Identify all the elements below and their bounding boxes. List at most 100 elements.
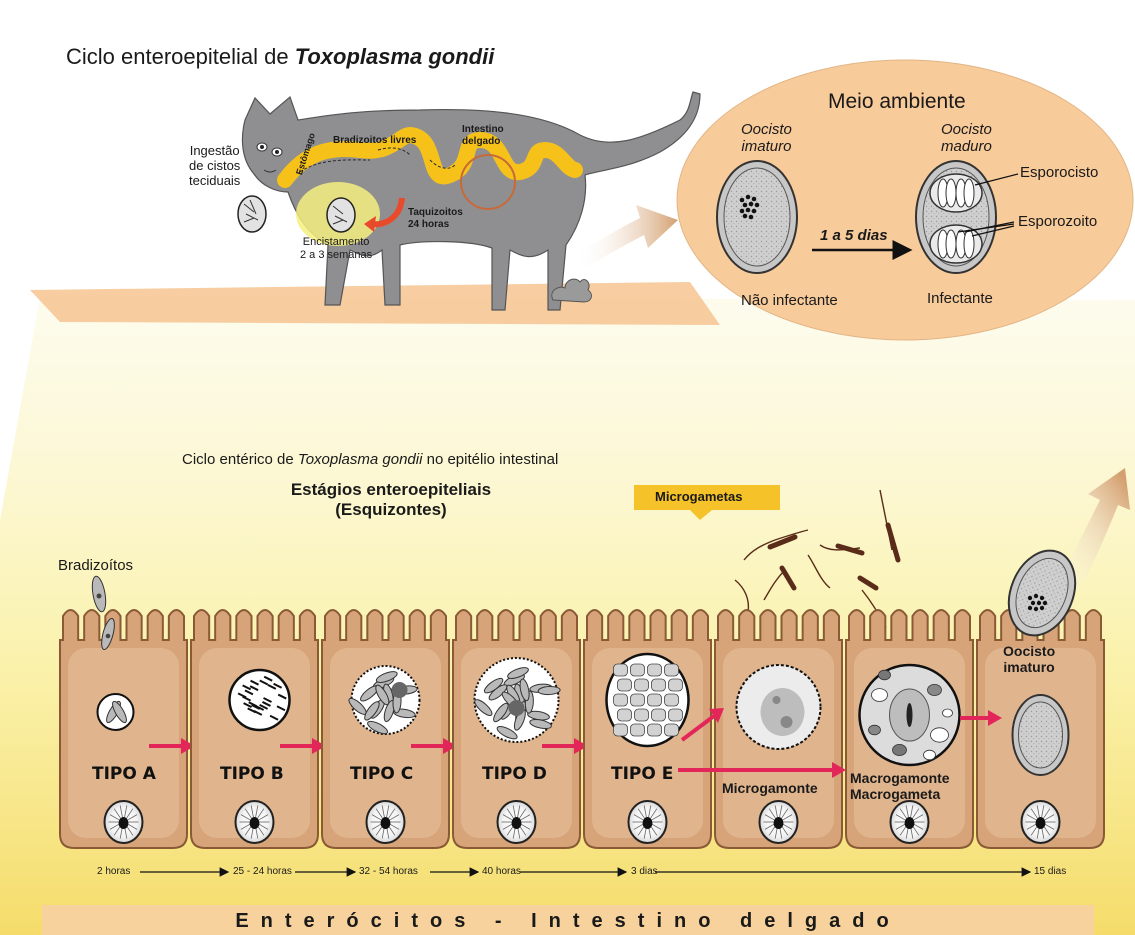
days-label: 1 a 5 dias	[820, 227, 888, 244]
infectious-label: Infectante	[927, 290, 993, 307]
encistamento-line-2: 2 a 3 semanas	[300, 249, 372, 262]
time-label: 3 dias	[631, 866, 658, 878]
enterocyte-cell	[846, 610, 973, 848]
merozoite-icon	[648, 664, 662, 676]
time-label: 40 horas	[482, 866, 521, 878]
granule	[928, 684, 942, 695]
granule	[943, 709, 953, 717]
residual-body	[392, 682, 408, 698]
merozoite-icon	[669, 679, 683, 691]
enterocyte-cell	[322, 610, 457, 848]
merozoite-icon	[614, 724, 628, 736]
cell-label-tipo-e: TIPO E	[611, 765, 673, 785]
stages-line-1: Estágios enteroepiteliais	[241, 480, 541, 500]
merozoite-icon	[648, 724, 662, 736]
merozoite-icon	[665, 724, 679, 736]
encistamento-line-1: Encistamento	[300, 236, 372, 249]
immature-line-1: Oocisto	[741, 121, 792, 138]
cell-label-microgamonte: Microgamonte	[722, 780, 818, 796]
time-label: 15 dias	[1034, 866, 1066, 878]
final-oocyst-line-2: imaturo	[1003, 659, 1055, 675]
time-label: 2 horas	[97, 866, 130, 878]
merozoite-icon	[669, 709, 683, 721]
nucleolus	[119, 817, 129, 829]
intestino-line-2: delgado	[462, 136, 504, 148]
merozoite-icon	[618, 679, 632, 691]
final-oocyst-line-1: Oocisto	[1003, 643, 1055, 659]
microgamont-nucleolus	[773, 696, 781, 704]
time-label: 25 - 24 horas	[233, 866, 292, 878]
cell-label-macrogameta: Macrogameta	[850, 786, 940, 802]
ingestion-line-2: de cistos	[189, 159, 240, 174]
title-prefix: Ciclo enteroepitelial de	[66, 44, 295, 69]
cell-label-tipo-c: TIPO C	[350, 765, 413, 785]
merozoite-icon	[665, 664, 679, 676]
merozoite-icon	[652, 709, 666, 721]
merozoite-icon	[635, 709, 649, 721]
cell-label-tipo-d: TIPO D	[482, 765, 547, 785]
intestino-label: Intestino delgado	[462, 124, 504, 147]
microgamont-nucleus	[761, 688, 805, 736]
schizont-icon	[230, 670, 290, 730]
macrogamont-nucleolus	[907, 703, 913, 727]
enterocyte-cell	[191, 610, 326, 848]
mature-line-2: maduro	[941, 138, 992, 155]
mature-oocyst-label: Oocisto maduro	[941, 121, 992, 156]
merozoite-icon	[631, 724, 645, 736]
merozoite-icon	[652, 679, 666, 691]
bradyzoites-label: Bradizoítos	[58, 557, 133, 574]
granule	[924, 750, 936, 760]
cell-label-macrogamonte: Macrogamonte	[850, 770, 950, 786]
sporozoite-label: Esporozoito	[1018, 213, 1097, 230]
microgamont-nucleolus	[781, 716, 793, 728]
sporocyst-label: Esporocisto	[1020, 164, 1098, 181]
granule	[879, 670, 891, 680]
diagram-title: Ciclo enteroepitelial de Toxoplasma gond…	[66, 44, 494, 69]
merozoite-icon	[614, 694, 628, 706]
intestino-line-1: Intestino	[462, 124, 504, 136]
nucleolus	[1036, 817, 1046, 829]
subtitle-species: Toxoplasma gondii	[298, 451, 423, 468]
taquizoitos-label: Taquizoitos 24 horas	[408, 207, 463, 230]
residual-body	[509, 700, 525, 716]
ingestion-line-3: teciduais	[189, 174, 240, 189]
non-infectious-label: Não infectante	[741, 292, 838, 309]
microgametes-label: Microgametas	[655, 490, 742, 505]
immature-oocyst-label: Oocisto imaturo	[741, 121, 792, 156]
enterocyte-cell	[60, 610, 195, 848]
oocyst-inner	[1019, 702, 1063, 768]
nucleolus	[774, 817, 784, 829]
nucleolus	[905, 817, 915, 829]
merozoite-icon	[614, 664, 628, 676]
time-label: 32 - 54 horas	[359, 866, 418, 878]
tissue-cyst-icon	[238, 196, 266, 232]
taquizoitos-line-1: Taquizoitos	[408, 207, 463, 219]
ground-band	[30, 282, 720, 325]
final-oocyst-label: Oocisto imaturo	[1003, 643, 1055, 675]
arrow-to-environment	[575, 205, 678, 270]
granule	[931, 728, 949, 742]
encistamento-label: Encistamento 2 a 3 semanas	[300, 236, 372, 261]
merozoite-icon	[618, 709, 632, 721]
stages-line-2: (Esquizontes)	[241, 500, 541, 520]
nucleolus	[381, 817, 391, 829]
merozoite-icon	[631, 664, 645, 676]
merozoite-icon	[665, 694, 679, 706]
cell-label-tipo-b: TIPO B	[220, 765, 284, 785]
enterocyte-cell	[453, 610, 588, 848]
mature-line-1: Oocisto	[941, 121, 992, 138]
nucleolus	[250, 817, 260, 829]
granule	[869, 725, 881, 735]
banner-text: Enterócitos - Intestino delgado	[42, 910, 1094, 933]
subtitle-suffix: no epitélio intestinal	[422, 451, 558, 468]
granule	[872, 689, 888, 702]
ingestion-line-1: Ingestão	[189, 144, 240, 159]
bradizoitos-livres-label: Bradizoitos livres	[333, 135, 416, 147]
subtitle-prefix: Ciclo entérico de	[182, 451, 298, 468]
tissue-cyst-icon	[327, 198, 355, 232]
merozoite-icon	[635, 679, 649, 691]
ingestion-label: Ingestão de cistos teciduais	[189, 144, 240, 189]
enterocyte-cell	[715, 610, 842, 848]
cell-label-tipo-a: TIPO A	[92, 765, 156, 785]
merozoite-icon	[631, 694, 645, 706]
